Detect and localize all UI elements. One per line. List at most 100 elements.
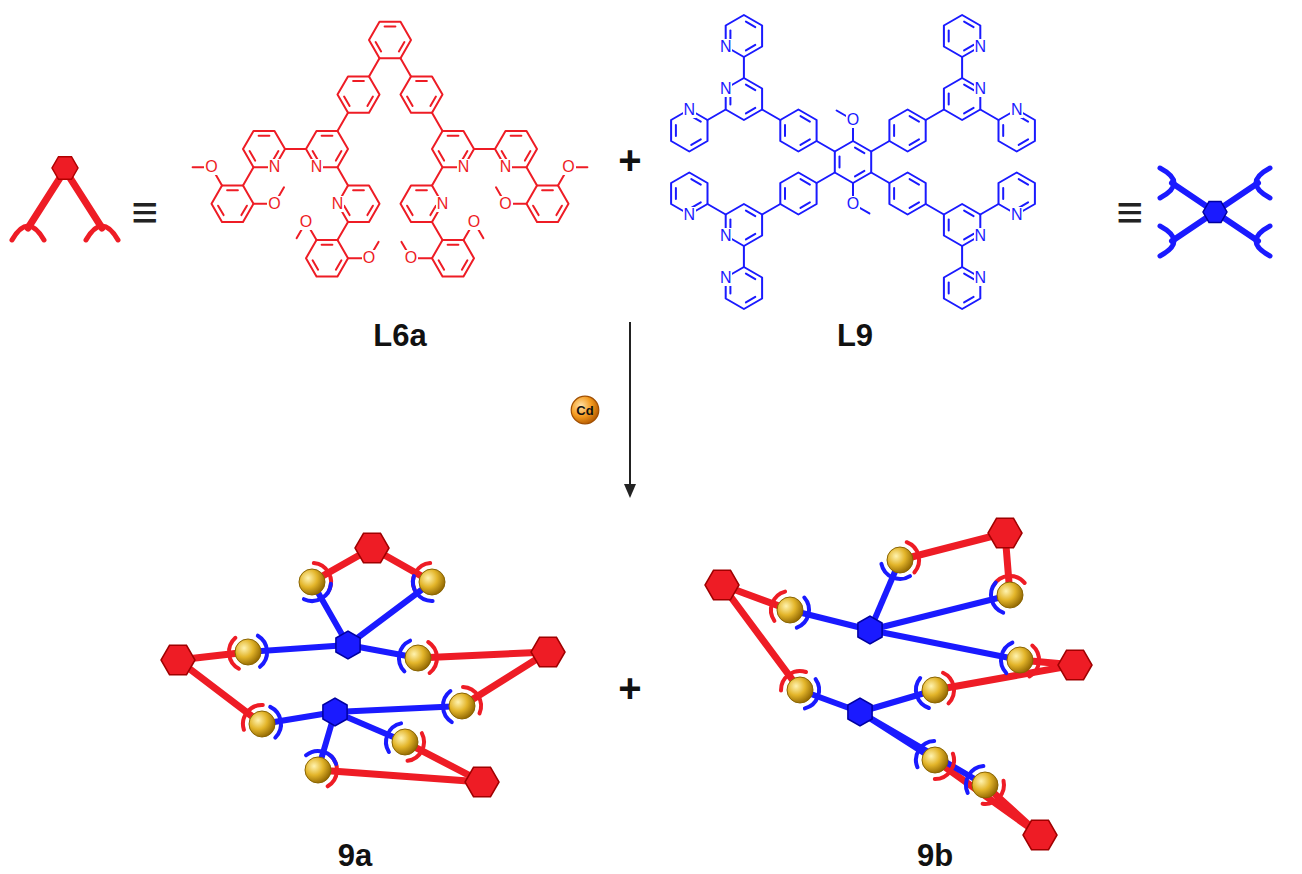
hub-hexagon [336,631,360,659]
double-bond [675,125,677,136]
atom-label: O [267,196,281,212]
double-bond [511,135,522,137]
bond-line [961,57,963,78]
double-bond [430,97,436,106]
compound-label: L9 [837,320,873,351]
icon-hexagon [52,157,78,180]
bond-line [432,113,443,131]
bond-line [243,167,254,185]
double-bond [259,135,270,137]
double-bond [416,80,427,82]
atom-label: N [457,159,471,175]
double-bond [746,297,755,303]
binding-cup [314,563,331,590]
double-bond [746,22,755,28]
compound-label: 9a [338,840,372,871]
red-strut [178,660,262,724]
atom-label: O [362,250,376,266]
aromatic-ring [835,141,871,183]
binding-cup [881,564,910,579]
double-bond [525,151,531,161]
double-bond [910,179,919,185]
equivalence-sign: ≡ [132,189,159,235]
bond-line [708,110,726,121]
metal-node: Cd [570,395,600,425]
double-bond [948,220,950,231]
bond-line [401,58,412,76]
double-bond [746,211,755,217]
double-bond [407,206,413,215]
metal-sphere [922,747,948,773]
ligand-icon-blue [1160,168,1270,256]
aromatic-ring [306,240,348,276]
bond-line [338,113,349,131]
double-bond [910,139,919,145]
double-bond [801,139,810,145]
aromatic-ring [401,76,443,112]
bond-line [338,222,349,240]
atom-label: N [974,270,988,286]
atom-label: N [719,39,733,55]
bond-line [871,141,889,152]
metal-sphere [449,693,475,719]
double-bond [948,31,950,42]
bond-line [432,222,443,240]
bond-line [980,204,998,215]
hub-hexagon [1058,650,1092,679]
icon-cup [1256,168,1270,198]
blue-strut [248,645,348,652]
binding-cup [413,576,433,601]
double-bond [964,297,974,303]
metal-sphere [922,677,948,703]
cage-cartoons [161,518,1092,849]
double-bond [801,116,810,122]
atom-label: O [498,196,512,212]
plus-sign: + [618,140,641,180]
double-bond [784,188,786,199]
bond-line [871,173,889,184]
double-bond [336,260,342,269]
equivalence-sign: ≡ [1117,189,1144,235]
atom-label: O [561,159,575,175]
aromatic-ring [889,173,925,215]
double-bond [533,206,539,215]
double-bond [448,244,459,246]
double-bond [964,234,974,240]
bond-line [926,204,944,215]
double-bond [910,202,919,208]
double-bond [385,26,396,28]
aromatic-ring [780,173,816,215]
icon-cup [1256,226,1270,256]
metal-sphere [235,639,261,665]
binding-cup [994,576,1025,585]
atom-label: O [204,159,218,175]
double-bond [218,206,224,215]
double-bond [746,45,755,51]
aromatic-ring [338,76,380,112]
atom-label: N [719,228,733,244]
hub-hexagon [988,518,1022,547]
plus-sign: + [618,668,641,708]
blue-strut [860,712,985,785]
atom-label: N [1010,207,1024,223]
double-bond [964,274,974,280]
double-bond [322,244,333,246]
binding-cup [966,766,983,793]
double-bond [227,189,238,191]
double-bond [801,202,810,208]
metal-circle-shape [571,396,599,424]
double-bond [1002,125,1004,136]
bond-line [762,110,780,121]
aromatic-ring [369,22,411,58]
double-bond [746,234,755,240]
binding-cup [270,707,281,738]
atom-label: N [974,39,988,55]
double-bond [353,189,364,191]
double-bond [439,151,445,161]
double-bond [336,151,342,161]
atom-label: N [268,159,282,175]
binding-cup [1029,646,1039,677]
bond-line [762,204,780,215]
double-bond [964,22,974,28]
